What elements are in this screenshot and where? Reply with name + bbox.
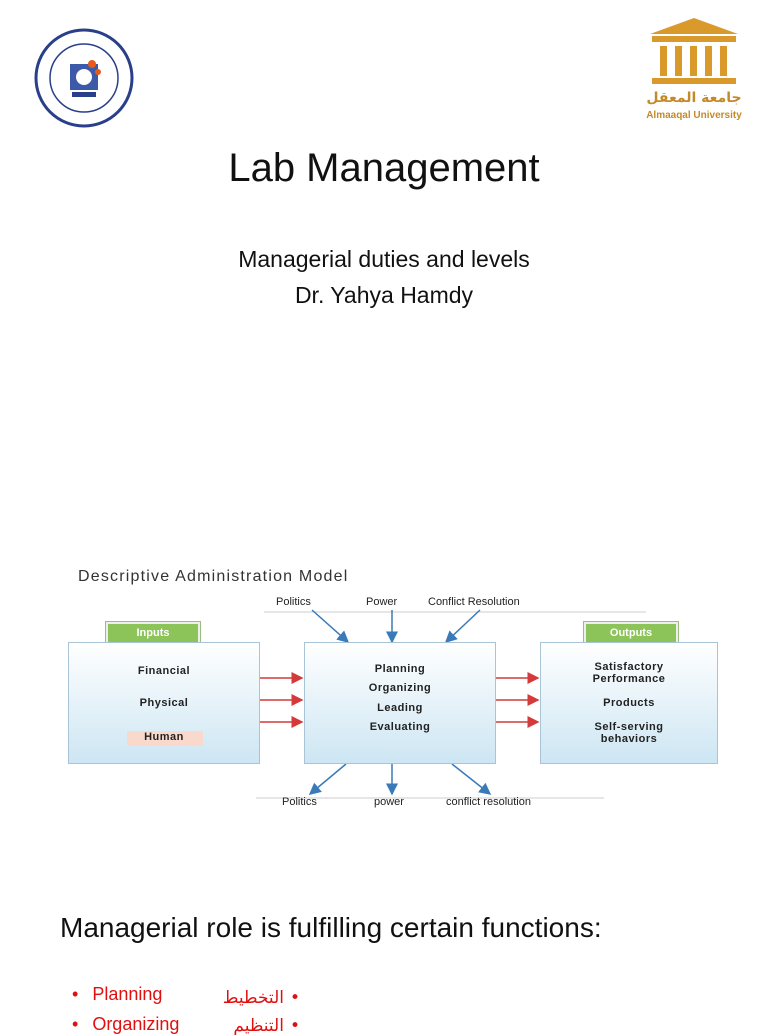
output-item: behaviors xyxy=(600,733,658,745)
slide2-heading: Managerial role is fulfilling certain fu… xyxy=(60,912,602,943)
bullet-dot-icon: • xyxy=(289,988,300,1008)
input-item: Financial xyxy=(137,665,191,677)
administration-model-diagram: Politics Power Conflict Resolution Input… xyxy=(64,562,718,818)
slide-author: Dr. Yahya Hamdy xyxy=(294,282,474,308)
inputs-box: Financial Physical Human xyxy=(68,642,260,764)
outputs-tag: Outputs xyxy=(584,622,678,644)
process-box: Planning Organizing Leading Evaluating xyxy=(304,642,496,764)
top-label-conflict-resolution: Conflict Resolution xyxy=(428,596,520,608)
bullet-ar-label: التخطيط xyxy=(222,988,284,1008)
slide-subtitle: Managerial duties and levels xyxy=(238,246,530,272)
output-item: Satisfactory xyxy=(594,661,664,673)
bullet-planning: • Planning xyxy=(72,984,162,1005)
top-label-power: Power xyxy=(366,596,398,608)
input-item: Human xyxy=(144,731,184,743)
top-label-politics: Politics xyxy=(276,596,311,608)
diagram-title: Descriptive Administration Model xyxy=(78,568,349,585)
process-item: Organizing xyxy=(368,682,432,694)
process-item: Leading xyxy=(377,702,423,714)
output-item: Self-serving xyxy=(594,721,664,733)
bullet-dot-icon: • xyxy=(72,984,79,1004)
logo-english-text: Almaaqal University xyxy=(646,110,742,121)
logo-arabic-text: جامعة المعقل xyxy=(646,90,742,106)
output-item: Performance xyxy=(592,673,666,685)
bullet-ar-planning: •التخطيط xyxy=(223,988,300,1008)
bullet-ar-organizing: •التنظيم xyxy=(233,1016,300,1036)
human-highlight xyxy=(127,731,203,746)
process-item: Planning xyxy=(374,663,426,675)
inputs-tag: Inputs xyxy=(106,622,200,644)
process-item: Evaluating xyxy=(369,721,431,733)
bullet-en-label: Organizing xyxy=(92,1014,180,1034)
bottom-label-conflict-resolution: conflict resolution xyxy=(446,796,531,808)
bullet-organizing: • Organizing xyxy=(72,1014,179,1035)
bullet-ar-label: التنظيم xyxy=(233,1016,284,1036)
bottom-label-power: power xyxy=(374,796,404,808)
bottom-label-politics: Politics xyxy=(282,796,317,808)
input-item: Physical xyxy=(139,697,189,709)
college-seal-logo xyxy=(34,28,134,128)
slide-title: Lab Management xyxy=(228,146,540,190)
bullet-en-label: Planning xyxy=(92,984,163,1004)
output-item: Products xyxy=(603,697,655,709)
bullet-dot-icon: • xyxy=(289,1016,300,1036)
outputs-box: Satisfactory Performance Products Self-s… xyxy=(540,642,718,764)
bullet-dot-icon: • xyxy=(72,1014,79,1034)
university-logo: جامعة المعقل Almaaqal University xyxy=(644,16,744,126)
